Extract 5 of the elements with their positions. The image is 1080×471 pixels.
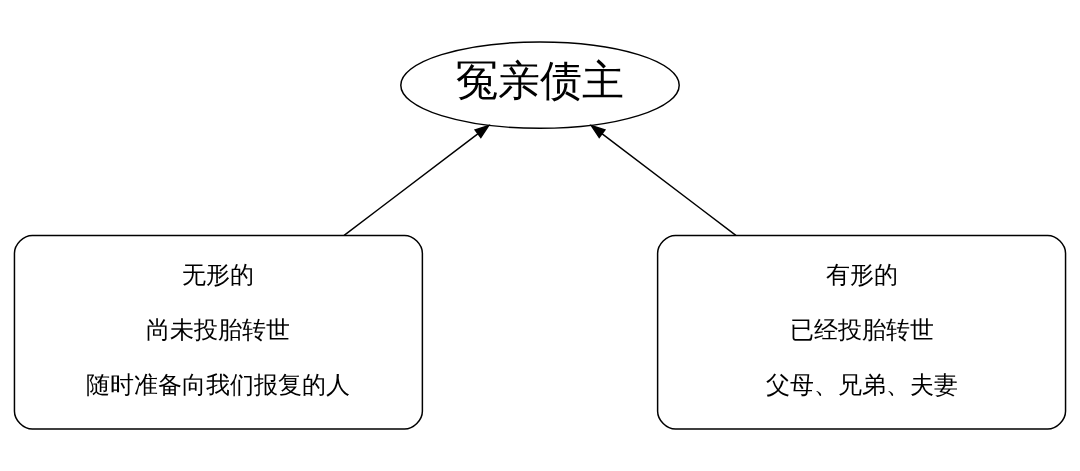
arrow bbox=[343, 124, 491, 237]
node-box: 无形的 尚未投胎转世 随时准备向我们报复的人 bbox=[13, 234, 424, 430]
arrow bbox=[589, 124, 737, 237]
node-box: 有形的 已经投胎转世 父母、兄弟、夫妻 bbox=[656, 234, 1067, 430]
node-ellipse: 冤亲债主 bbox=[400, 41, 680, 130]
